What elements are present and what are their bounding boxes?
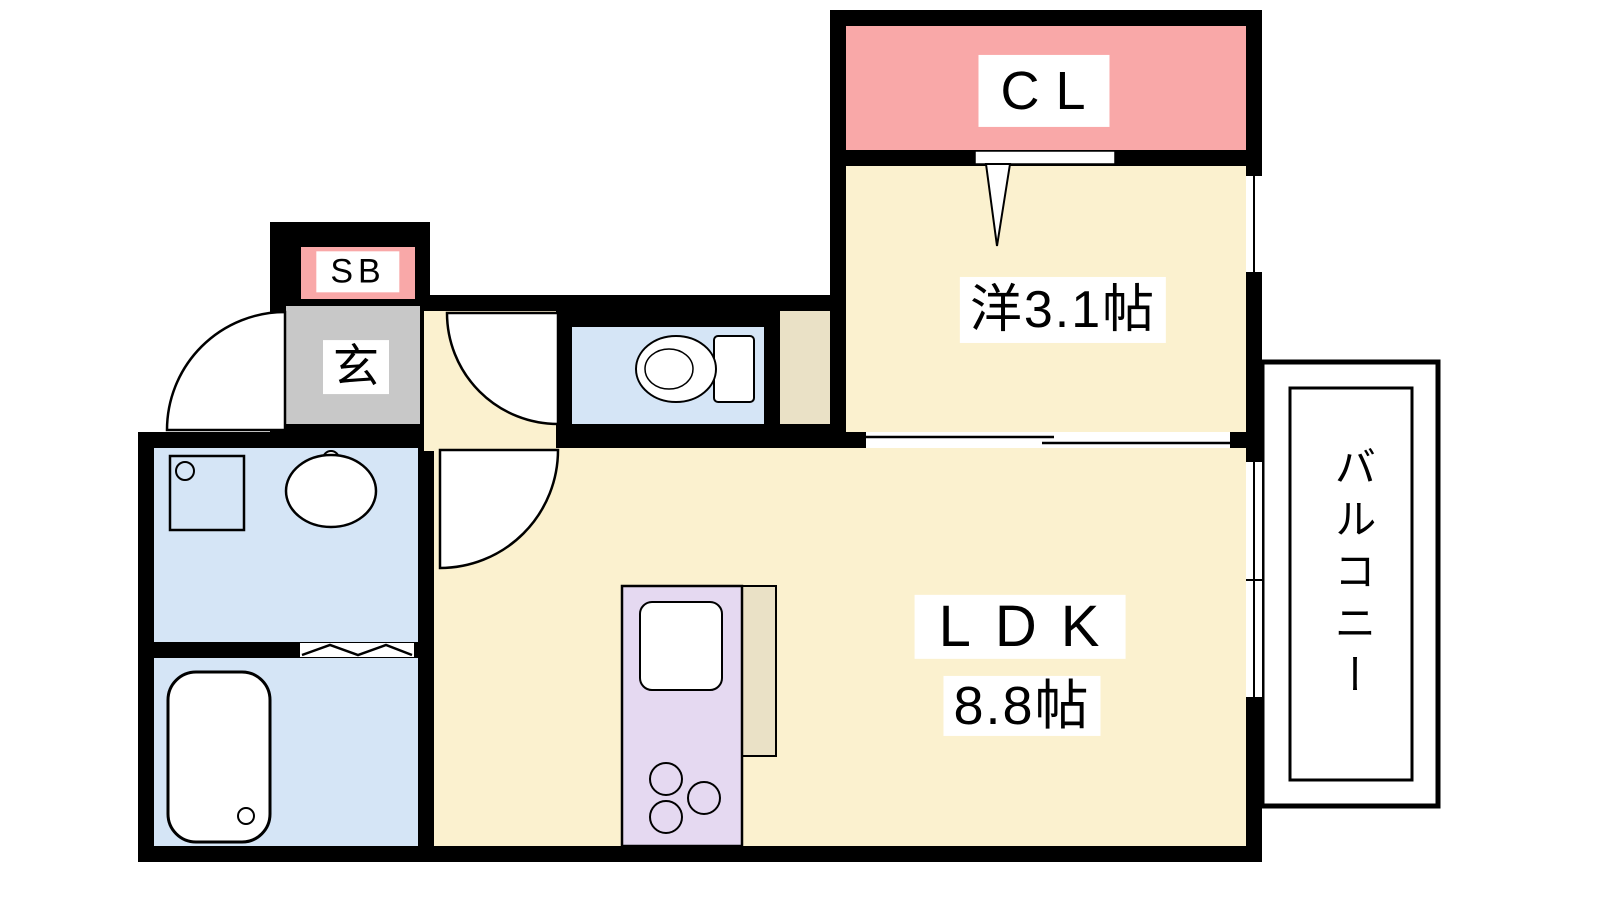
toilet-bowl (635, 335, 717, 403)
balcony-label: バルコニー (1326, 429, 1378, 721)
entrance-label: 玄 (323, 340, 389, 394)
closet-door-mark (974, 150, 1116, 247)
kitchen-counter (741, 585, 777, 757)
bathtub (166, 670, 272, 844)
toilet-door-arc (445, 311, 560, 426)
closet-label: CL (978, 54, 1110, 128)
ldk-size-label: 8.8帖 (943, 675, 1101, 737)
western-room-label: 洋3.1帖 (959, 276, 1167, 344)
pipe-space-floor (780, 311, 830, 424)
entrance-door-arc (165, 310, 287, 432)
stove-burners (649, 762, 721, 834)
washer-pan (168, 454, 246, 532)
ldk-label: LDK (914, 594, 1126, 660)
shoebox-label: SB (316, 251, 400, 293)
kitchen-sink (639, 601, 723, 691)
window-ldk (1246, 462, 1262, 697)
bathroom-folding-door (300, 643, 414, 657)
window-western-room (1246, 176, 1262, 272)
washbasin (284, 450, 378, 529)
balcony-inner-outline (1288, 386, 1414, 782)
ldk-door-arc (438, 448, 560, 570)
toilet-tank (713, 335, 755, 403)
washroom-floor (154, 448, 418, 642)
sliding-door-west-ldk (866, 432, 1230, 448)
toilet-fixture (635, 335, 755, 403)
